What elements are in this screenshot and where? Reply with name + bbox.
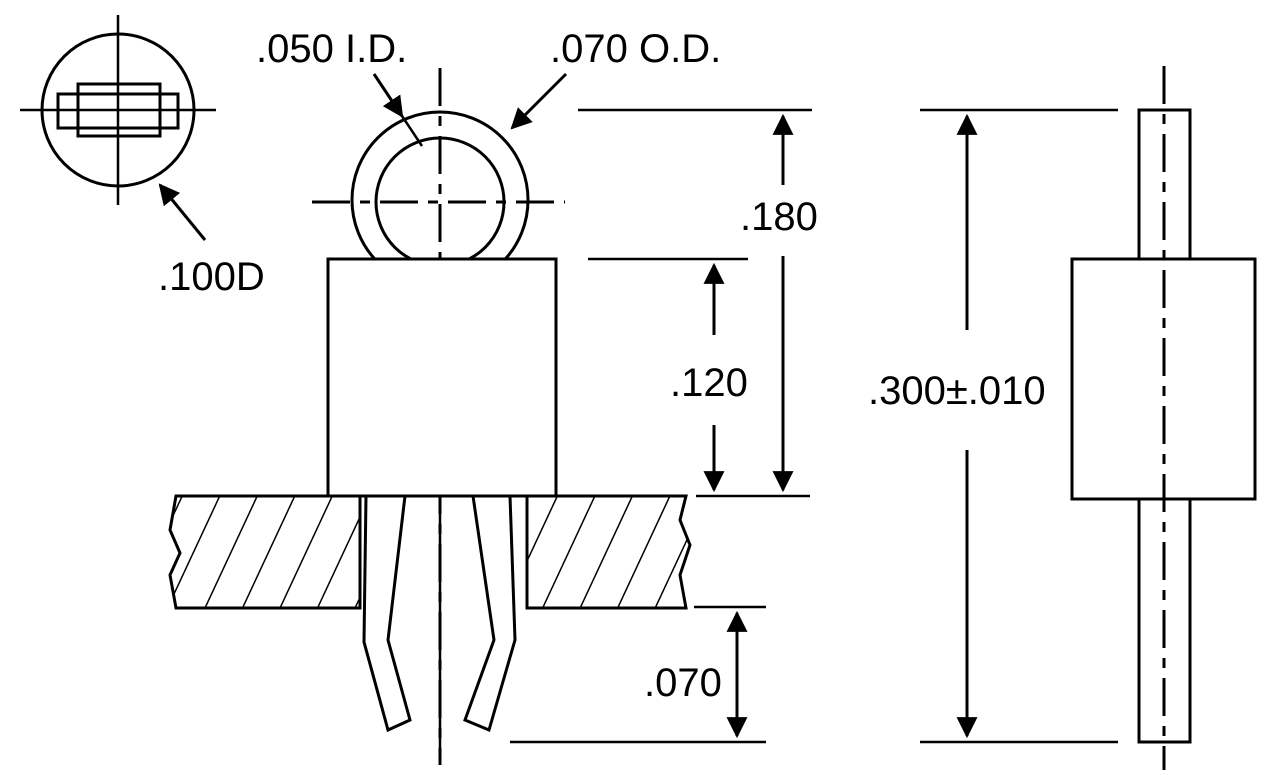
top-view: .100D [20,15,265,299]
board-left-section [168,494,362,610]
inner-diameter-leader [372,73,404,118]
lead-right [463,494,517,733]
overall-height-dimension: .300±.010 [868,108,1118,744]
ring-height-label: .180 [740,195,818,239]
head-diameter-leader [158,183,207,241]
side-view [168,68,692,765]
terminal-body [326,257,558,498]
inner-diameter-leader-tail [400,115,424,147]
overall-height-label: .300±.010 [868,369,1046,413]
outer-diameter-leader [510,72,568,130]
inner-diameter-label: .050 I.D. [256,27,407,71]
edge-view [1070,66,1257,770]
head-diameter-label: .100D [158,255,265,299]
board-right-section [525,494,692,610]
lead-left [362,494,412,733]
center-dimensions: .180 .120 .070 .050 I.D. .070 O.D. [256,27,818,744]
lead-length-label: .070 [644,661,722,705]
outer-diameter-label: .070 O.D. [550,27,721,71]
body-height-label: .120 [670,361,748,405]
